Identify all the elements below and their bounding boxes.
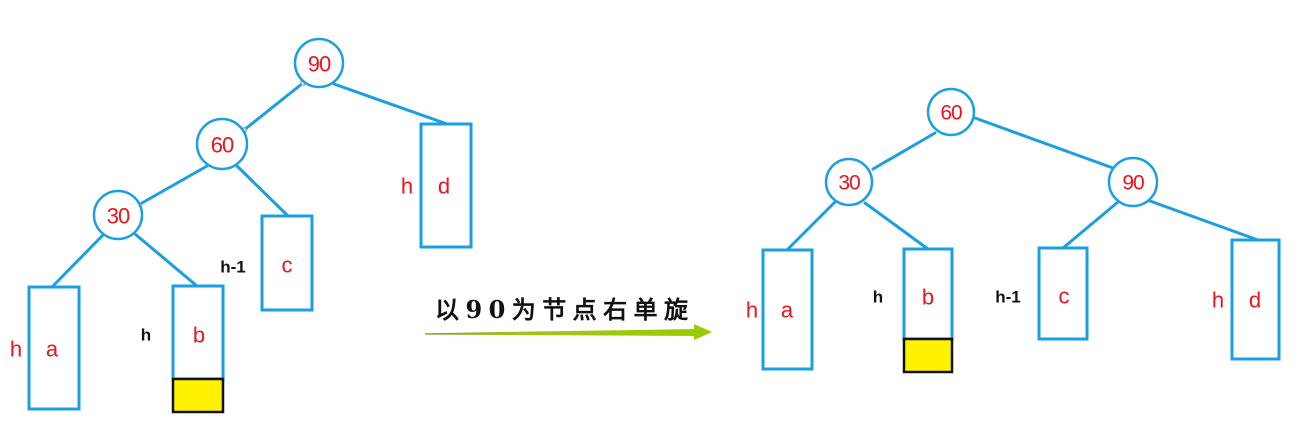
edge-30-to-b xyxy=(133,232,199,288)
subtree-height: h xyxy=(1212,288,1224,313)
subtree-height: h-1 xyxy=(220,258,246,277)
subtree-box xyxy=(27,285,81,411)
node-circle xyxy=(293,37,345,89)
subtree-a: h a xyxy=(746,248,814,371)
node-circle xyxy=(1107,156,1159,208)
subtree-box xyxy=(1230,238,1281,361)
subtree-height: h xyxy=(746,298,758,323)
edge-90-to-d xyxy=(332,82,449,126)
before-tree: 90 60 30 h a h b xyxy=(10,37,473,414)
subtree-height: h xyxy=(873,288,883,307)
subtree-label: b xyxy=(922,285,934,310)
subtree-label: b xyxy=(193,323,205,348)
rotation-transition: 以90为节点右单旋 xyxy=(425,295,712,340)
subtree-height: h xyxy=(10,337,22,362)
edge-30-to-a xyxy=(50,233,105,289)
subtree-label: c xyxy=(282,253,293,278)
node-circle xyxy=(926,87,976,137)
subtree-label: c xyxy=(1059,284,1070,309)
inserted-node-growth xyxy=(171,377,225,414)
edge-30-to-a xyxy=(785,200,837,252)
subtree-height: h xyxy=(401,174,413,199)
subtree-c: h-1 c xyxy=(995,246,1089,341)
edge-90-to-c xyxy=(1061,200,1120,250)
subtree-b: h b xyxy=(873,247,954,374)
subtree-box xyxy=(260,214,314,312)
subtree-a: h a xyxy=(10,285,81,411)
subtree-height: h xyxy=(141,326,151,345)
node-label: 60 xyxy=(940,102,962,125)
subtree-label: d xyxy=(438,174,450,199)
rotation-caption: 以90为节点右单旋 xyxy=(435,295,689,324)
node-label: 90 xyxy=(1122,172,1144,195)
subtree-b: h b xyxy=(141,284,225,414)
subtree-box xyxy=(761,248,814,371)
after-tree: 60 30 90 h a h b xyxy=(746,87,1281,374)
subtree-c: h-1 c xyxy=(220,214,314,312)
subtree-box xyxy=(419,122,473,249)
subtree-label: a xyxy=(46,337,59,362)
node-30: 30 xyxy=(92,189,144,241)
node-circle xyxy=(92,189,144,241)
node-label: 30 xyxy=(107,204,130,229)
node-label: 60 xyxy=(211,133,234,158)
subtree-label: a xyxy=(781,298,794,323)
node-90: 90 xyxy=(293,37,345,89)
edge-90-to-60 xyxy=(242,81,305,132)
arrow-shaft xyxy=(425,329,697,336)
subtree-height: h-1 xyxy=(995,288,1021,307)
node-circle xyxy=(824,157,874,207)
edge-60-to-c xyxy=(235,164,290,218)
node-circle xyxy=(195,117,249,171)
subtree-box xyxy=(902,247,954,341)
subtree-label: d xyxy=(1249,288,1261,313)
node-30: 30 xyxy=(824,157,874,207)
subtree-d: h d xyxy=(1212,238,1281,361)
node-label: 90 xyxy=(308,52,331,77)
subtree-d: h d xyxy=(401,122,473,249)
edge-60-to-90 xyxy=(973,116,1115,170)
node-90: 90 xyxy=(1107,156,1159,208)
inserted-node-growth xyxy=(902,337,954,374)
node-60: 60 xyxy=(195,117,249,171)
edge-60-to-30 xyxy=(871,131,937,171)
edge-30-to-b xyxy=(863,201,930,251)
node-60: 60 xyxy=(926,87,976,137)
subtree-box xyxy=(171,284,225,381)
arrow-right-icon xyxy=(694,324,712,340)
edge-90-to-d xyxy=(1148,199,1260,242)
node-label: 30 xyxy=(838,172,860,195)
subtree-box xyxy=(1037,246,1089,341)
edge-60-to-30 xyxy=(140,164,209,205)
